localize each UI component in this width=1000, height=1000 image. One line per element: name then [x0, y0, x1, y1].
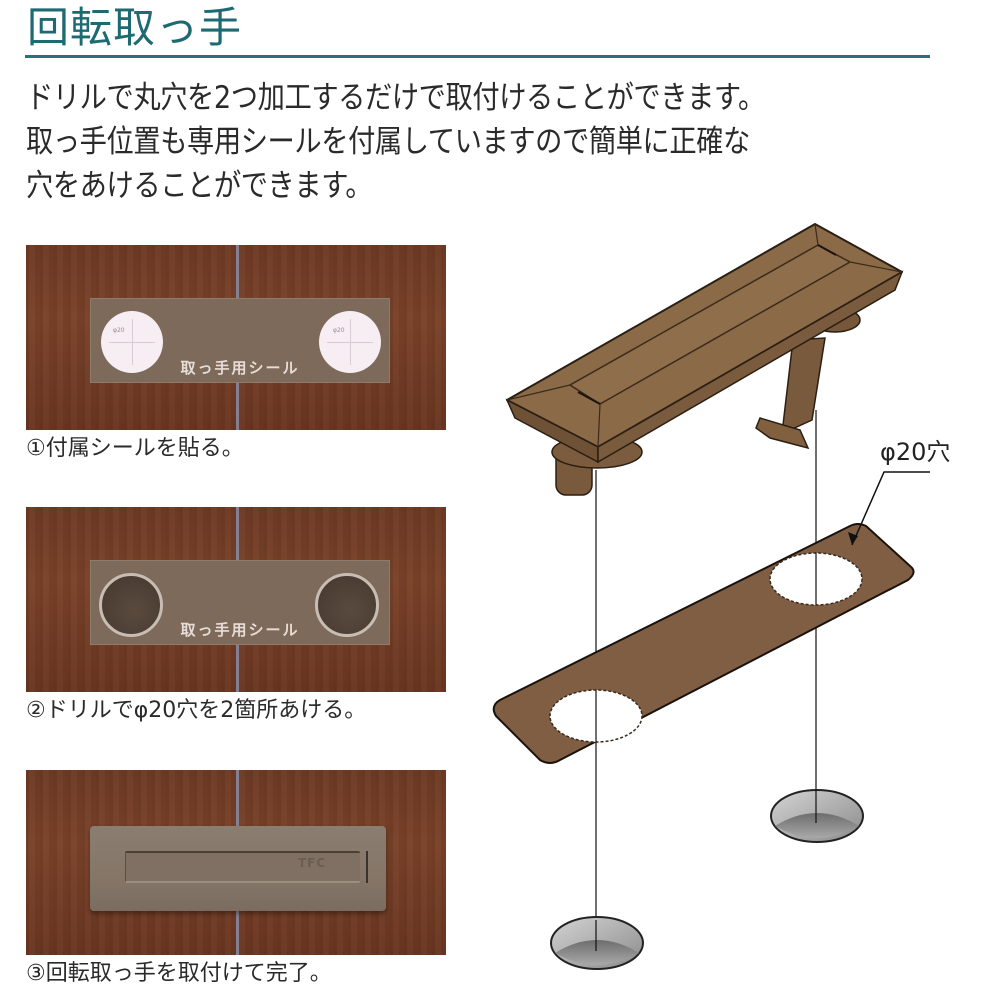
hole-marker-right: φ20	[319, 311, 381, 373]
hole-marker-left: φ20	[101, 311, 163, 373]
template-seal-icon	[492, 523, 915, 764]
step-2: 取っ手用シール ②ドリルでφ20穴を2箇所あける。	[26, 507, 446, 726]
handle-template-seal: φ20 φ20 取っ手用シール	[90, 298, 390, 383]
installed-rotating-handle: TFC	[90, 826, 386, 911]
step-1-photo: φ20 φ20 取っ手用シール	[26, 245, 446, 430]
brand-mark: TFC	[298, 856, 327, 870]
step-2-photo: 取っ手用シール	[26, 507, 446, 692]
seal-label: 取っ手用シール	[180, 359, 300, 377]
intro-line-3: 穴をあけることができます。	[26, 168, 373, 204]
step-1: φ20 φ20 取っ手用シール ①付属シールを貼る。	[26, 245, 446, 464]
diagram-svg	[492, 223, 930, 970]
step-2-caption: ②ドリルでφ20穴を2箇所あける。	[26, 698, 367, 723]
door-hole-right-icon	[770, 789, 864, 843]
dimension-leader	[848, 471, 930, 546]
step-3-photo: TFC	[26, 770, 446, 955]
title-underline	[25, 55, 930, 58]
exploded-install-diagram	[480, 210, 1000, 1000]
handle-slot-end	[366, 851, 368, 883]
door-hole-left-icon	[550, 916, 644, 970]
hole-size-tag: φ20	[333, 327, 345, 334]
drilled-hole-right	[315, 573, 379, 637]
step-1-caption: ①付属シールを貼る。	[26, 436, 244, 461]
step-3: TFC ③回転取っ手を取付けて完了。	[26, 770, 446, 989]
handle-grip-slot	[125, 851, 360, 883]
seal-label: 取っ手用シール	[180, 621, 300, 639]
hole-diameter-label: φ20穴	[880, 438, 951, 466]
intro-line-1: ドリルで丸穴を2つ加工するだけで取付けることができます。	[26, 80, 765, 116]
intro-text: ドリルで丸穴を2つ加工するだけで取付けることができます。 取っ手位置も専用シール…	[26, 76, 986, 208]
rotating-handle-icon	[505, 223, 904, 464]
intro-line-2: 取っ手位置も専用シールを付属していますので簡単に正確な	[26, 124, 750, 160]
handle-template-seal: 取っ手用シール	[90, 560, 390, 645]
step-3-caption: ③回転取っ手を取付けて完了。	[26, 961, 332, 986]
hole-size-tag: φ20	[113, 327, 125, 334]
drilled-hole-left	[99, 573, 163, 637]
page-title: 回転取っ手	[27, 3, 243, 52]
